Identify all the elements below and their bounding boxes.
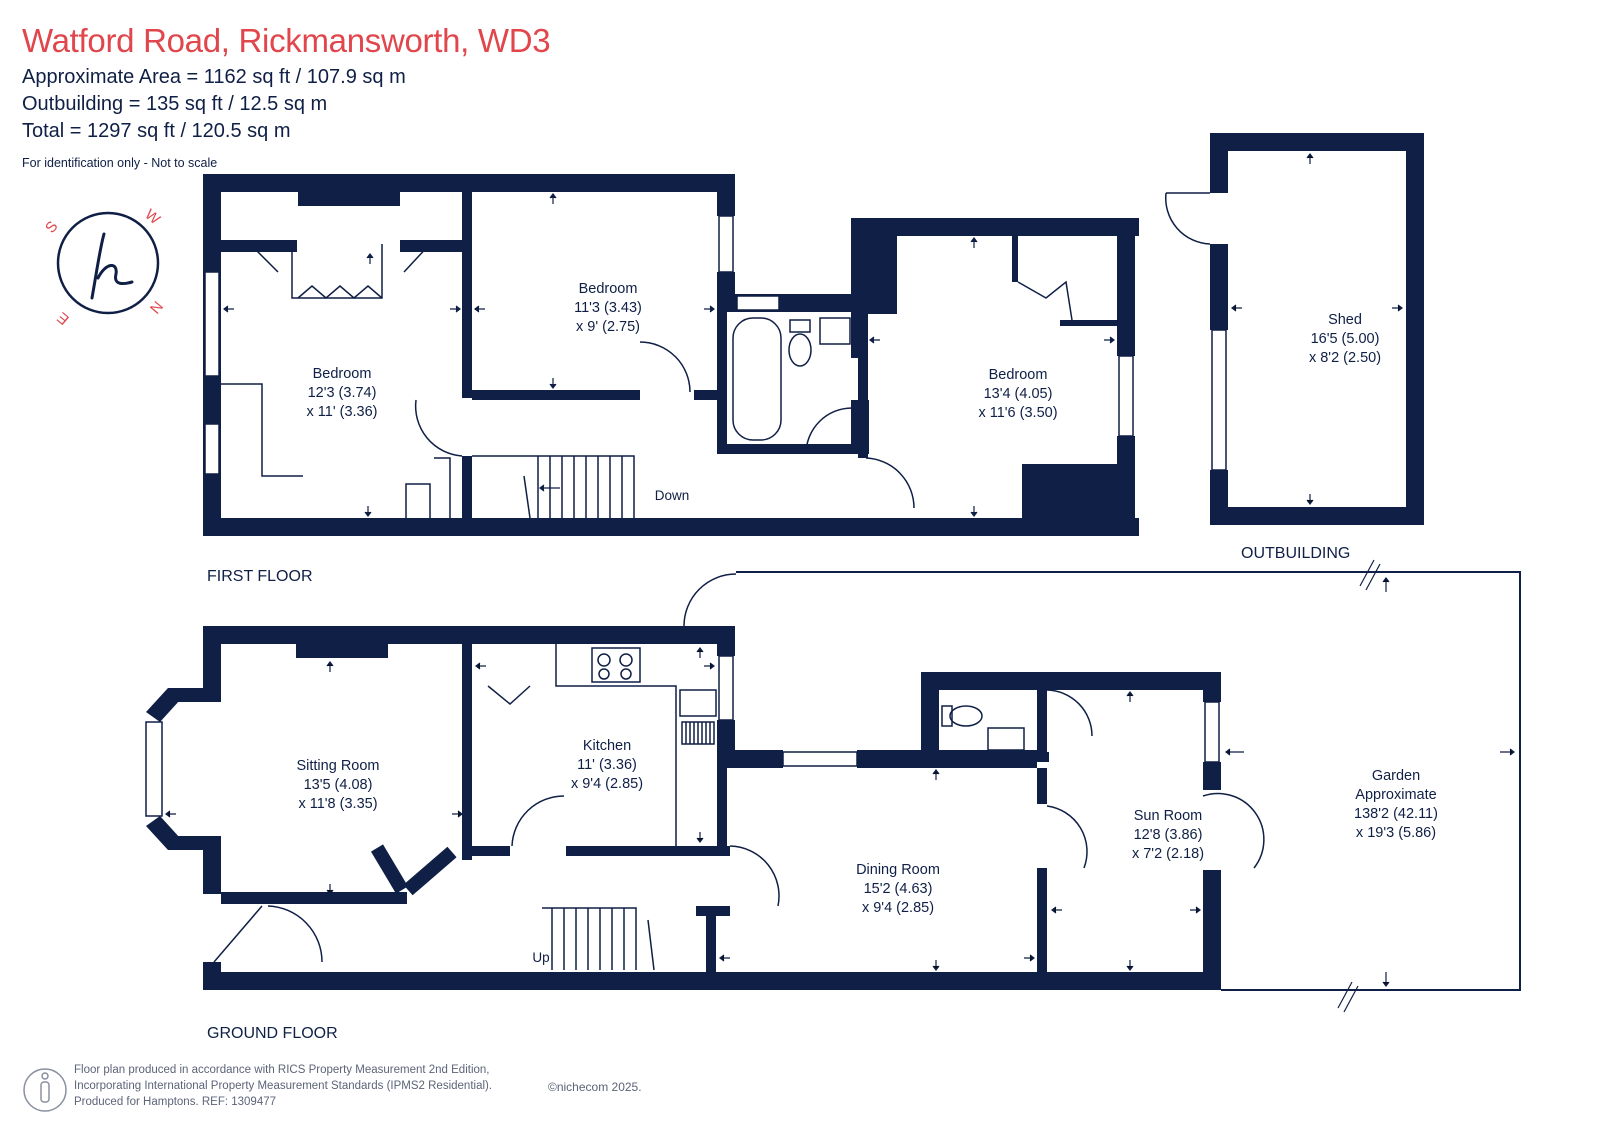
ground-floor-dimension-arrows <box>165 577 1515 987</box>
sun-room-dim1: 12'8 (3.86) <box>1134 827 1203 843</box>
garden-approximate: Approximate <box>1355 787 1436 803</box>
kitchen-dim2: x 9'4 (2.85) <box>571 776 643 792</box>
garden-break-marks <box>1337 559 1381 1013</box>
bedroom3-name: Bedroom <box>989 367 1048 383</box>
ground-floor <box>146 626 1221 990</box>
bedroom2-dim1: 11'3 (3.43) <box>574 300 642 316</box>
bathroom-sink <box>819 317 851 345</box>
bedroom1-dim1: 12'3 (3.74) <box>308 385 377 401</box>
property-title: Watford Road, Rickmansworth, WD3 <box>22 22 551 59</box>
sun-room-dim2: x 7'2 (2.18) <box>1132 846 1204 862</box>
sun-room-name: Sun Room <box>1134 808 1203 824</box>
outbuilding-area: Outbuilding = 135 sq ft / 12.5 sq m <box>22 93 328 115</box>
garden-dim1: 138'2 (42.11) <box>1354 806 1438 822</box>
bay-window-walls <box>370 844 457 896</box>
hob <box>591 647 641 683</box>
footer-line3: Produced for Hamptons. REF: 1309477 <box>74 1096 277 1108</box>
footer-line2: Incorporating International Property Mea… <box>74 1080 493 1092</box>
scale-note: For identification only - Not to scale <box>22 156 218 170</box>
ground-floor-label: GROUND FLOOR <box>207 1025 338 1042</box>
garden-dim2: x 19'3 (5.86) <box>1356 825 1436 841</box>
bathtub <box>732 317 782 441</box>
dining-room-dim2: x 9'4 (2.85) <box>862 900 934 916</box>
first-floor-label: FIRST FLOOR <box>207 568 313 585</box>
sitting-room-name: Sitting Room <box>296 758 379 774</box>
bedroom3-dim2: x 11'6 (3.50) <box>978 405 1057 421</box>
first-floor-dimension-arrows <box>223 193 1115 517</box>
shed-dim2: x 8'2 (2.50) <box>1309 350 1381 366</box>
ground-floor-fixtures <box>213 571 1521 991</box>
sitting-room-dim1: 13'5 (4.08) <box>304 777 373 793</box>
wc-toilet <box>949 705 983 727</box>
footer-line1: Floor plan produced in accordance with R… <box>74 1064 490 1076</box>
copyright: ©nichecom 2025. <box>548 1080 642 1094</box>
outbuilding-fixtures <box>1164 192 1227 471</box>
bedroom3-dim1: 13'4 (4.05) <box>984 386 1053 402</box>
outbuilding-dimension-arrows <box>1231 153 1403 505</box>
ground-floor-windows <box>145 655 1220 817</box>
compass-s: S <box>42 218 61 237</box>
bedroom1-name: Bedroom <box>313 366 372 382</box>
bedroom1-dim2: x 11' (3.36) <box>306 404 377 420</box>
first-floor <box>203 174 1139 536</box>
sitting-room-dim2: x 11'8 (3.35) <box>298 796 377 812</box>
compass-e: E <box>54 308 73 327</box>
bedroom2-dim2: x 9' (2.75) <box>576 319 640 335</box>
shed-name: Shed <box>1328 312 1362 328</box>
dining-room-name: Dining Room <box>856 862 940 878</box>
outbuilding <box>1210 133 1424 525</box>
bedroom2-name: Bedroom <box>579 281 638 297</box>
kitchen-name: Kitchen <box>583 738 631 754</box>
wc-sink <box>987 727 1025 751</box>
approx-area: Approximate Area = 1162 sq ft / 107.9 sq… <box>22 66 406 88</box>
total-area: Total = 1297 sq ft / 120.5 sq m <box>22 120 291 142</box>
toilet <box>788 333 812 367</box>
compass-logo: W S N E <box>42 206 166 328</box>
outbuilding-label: OUTBUILDING <box>1241 545 1351 562</box>
first-floor-fixtures <box>221 243 1073 519</box>
first-floor-windows <box>204 215 1134 475</box>
garden-name: Garden <box>1372 768 1420 784</box>
compass-n: N <box>146 297 166 316</box>
kitchen-sink <box>679 689 717 717</box>
ipms-logo <box>23 1068 67 1112</box>
compass-w: W <box>141 206 163 229</box>
kitchen-dim1: 11' (3.36) <box>577 757 637 773</box>
shed-dim1: 16'5 (5.00) <box>1311 331 1380 347</box>
dining-room-dim1: 15'2 (4.63) <box>864 881 933 897</box>
stairs-down-label: Down <box>655 488 690 503</box>
stairs-up-label: Up <box>532 950 549 965</box>
